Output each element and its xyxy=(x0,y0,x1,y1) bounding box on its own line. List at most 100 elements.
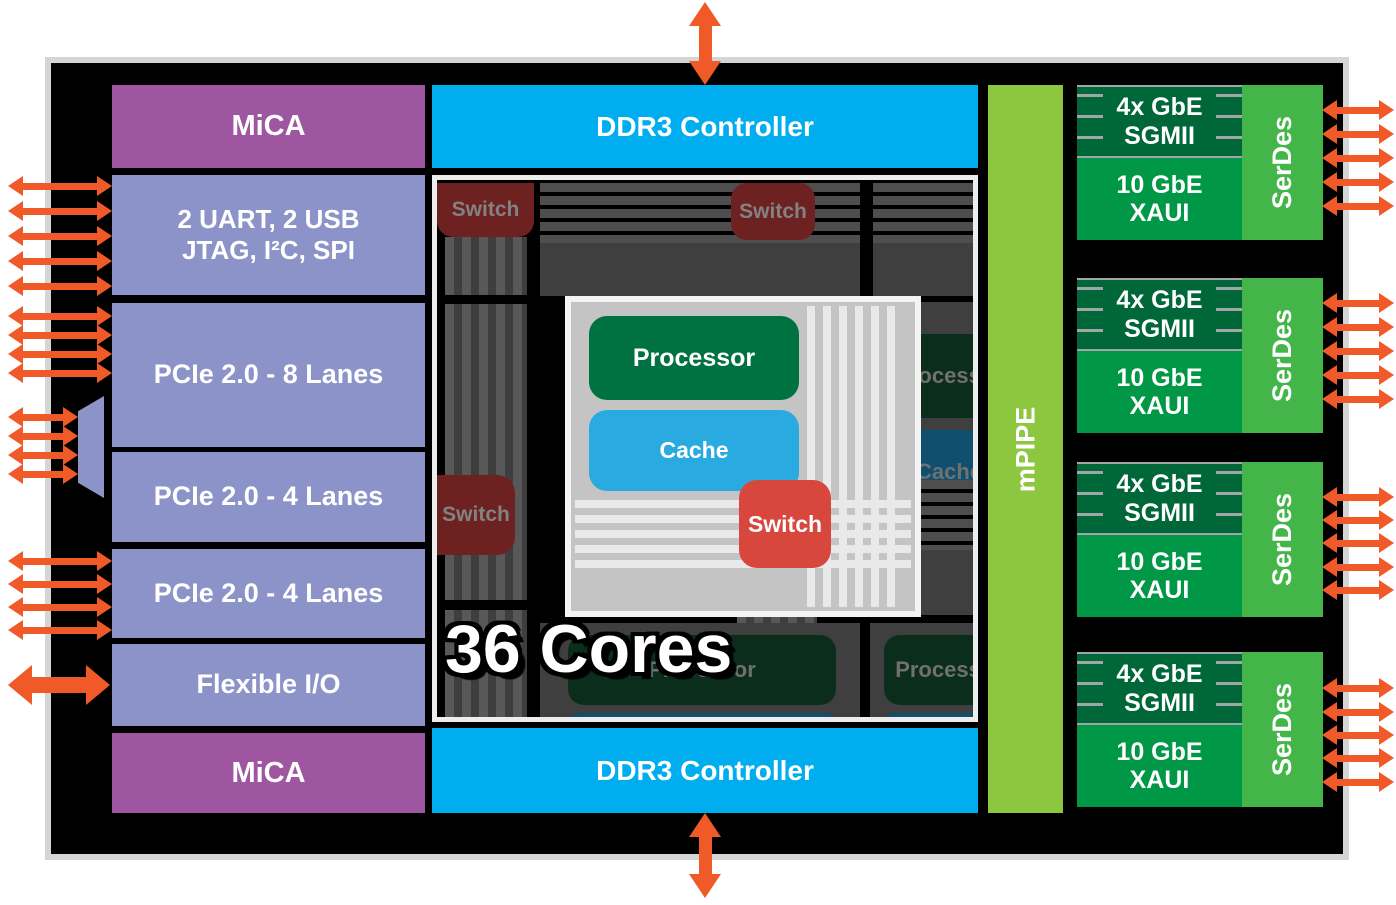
io-arrow xyxy=(1322,772,1394,792)
io-arrow xyxy=(8,201,112,221)
gbe-label: 4x GbE xyxy=(1116,286,1203,314)
block-uart-usb: 2 UART, 2 USB JTAG, I²C, SPI xyxy=(112,175,425,295)
gbe-label: 4x GbE xyxy=(1116,660,1203,688)
mesh-wires-vertical xyxy=(445,610,527,717)
io-arrow xyxy=(8,325,112,345)
io-arrow xyxy=(8,665,110,705)
serdes-block-3: SerDes xyxy=(1242,462,1323,617)
block-ddr3-top: DDR3 Controller xyxy=(432,85,978,168)
io-arrow xyxy=(1322,748,1394,768)
io-arrow xyxy=(8,306,112,326)
io-arrow xyxy=(1322,702,1394,722)
io-arrow xyxy=(8,464,78,484)
mesh-tile-body xyxy=(873,243,973,296)
network-block-4: 4x GbE SGMII 10 GbE XAUI xyxy=(1077,652,1242,807)
io-arrow xyxy=(1322,293,1394,313)
processor-block: Processor xyxy=(589,316,799,400)
mesh-tile-dim: Processor xyxy=(540,623,860,717)
serdes-block-4: SerDes xyxy=(1242,652,1323,807)
network-block-2: 4x GbE SGMII 10 GbE XAUI xyxy=(1077,278,1242,433)
dim-cache-block xyxy=(884,713,973,717)
tengbe-label: 10 GbE xyxy=(1116,737,1203,766)
io-arrow xyxy=(8,620,112,640)
xaui-section: 10 GbE XAUI xyxy=(1077,725,1242,807)
io-arrow xyxy=(1322,487,1394,507)
io-arrow xyxy=(8,551,112,571)
block-pcie-8-lanes: PCIe 2.0 - 8 Lanes xyxy=(112,303,425,447)
xaui-section: 10 GbE XAUI xyxy=(1077,535,1242,617)
mesh-wires-horizontal xyxy=(920,480,973,550)
mpipe-label: mPIPE xyxy=(1010,406,1041,492)
dim-processor-block: Processor xyxy=(884,635,973,705)
pcie-connector-trapezoid xyxy=(78,396,104,498)
xaui-label: XAUI xyxy=(1129,392,1190,420)
io-arrow xyxy=(8,445,78,465)
io-arrow xyxy=(8,407,78,427)
io-arrow xyxy=(1322,172,1394,192)
core-mesh-panel: Switch Switch Switch Processor Cache Pro… xyxy=(432,175,978,722)
block-mica-top: MiCA xyxy=(112,85,425,168)
block-mica-bottom: MiCA xyxy=(112,733,425,813)
io-arrow xyxy=(1322,557,1394,577)
gbe-label: 4x GbE xyxy=(1116,470,1203,498)
xaui-label: XAUI xyxy=(1129,199,1190,227)
mesh-switch: Switch xyxy=(437,183,534,237)
io-arrow xyxy=(8,426,78,446)
io-arrow xyxy=(8,344,112,364)
cores-count-label: 36 Cores xyxy=(445,611,733,687)
block-ddr3-bottom: DDR3 Controller xyxy=(432,728,978,813)
io-arrow xyxy=(1322,678,1394,698)
block-pcie-4-lanes-b: PCIe 2.0 - 4 Lanes xyxy=(112,549,425,638)
tengbe-label: 10 GbE xyxy=(1116,170,1203,199)
dim-cache-block xyxy=(568,713,836,717)
tengbe-label: 10 GbE xyxy=(1116,547,1203,576)
io-arrow xyxy=(8,363,112,383)
io-arrow xyxy=(1322,148,1394,168)
mesh-tile xyxy=(873,183,973,296)
block-mpipe: mPIPE xyxy=(988,85,1063,813)
io-arrow xyxy=(689,2,721,85)
tengbe-label: 10 GbE xyxy=(1116,363,1203,392)
io-arrow xyxy=(1322,317,1394,337)
io-arrow xyxy=(1322,580,1394,600)
cache-block: Cache xyxy=(589,410,799,491)
mesh-switch: Switch xyxy=(437,475,515,555)
io-arrow xyxy=(8,574,112,594)
mesh-tile-magnified: Processor Cache Switch xyxy=(565,296,921,617)
io-arrow xyxy=(689,813,721,898)
mesh-wires-vertical xyxy=(737,617,817,623)
serdes-label: SerDes xyxy=(1267,492,1298,587)
serdes-label: SerDes xyxy=(1267,308,1298,403)
xaui-section: 10 GbE XAUI xyxy=(1077,158,1242,240)
io-arrow xyxy=(1322,533,1394,553)
io-arrow xyxy=(8,176,112,196)
mesh-tile-body xyxy=(540,243,860,296)
xaui-label: XAUI xyxy=(1129,576,1190,604)
io-arrow xyxy=(8,226,112,246)
io-arrow xyxy=(1322,196,1394,216)
block-pcie-4-lanes-a: PCIe 2.0 - 4 Lanes xyxy=(112,452,425,542)
sgmii-label: SGMII xyxy=(1124,314,1195,343)
mesh-wires-vertical xyxy=(445,237,527,295)
io-arrow xyxy=(1322,510,1394,530)
mesh-switch: Switch xyxy=(731,183,815,240)
sgmii-section: 4x GbE SGMII xyxy=(1077,462,1242,535)
io-arrow xyxy=(1322,341,1394,361)
network-block-1: 4x GbE SGMII 10 GbE XAUI xyxy=(1077,85,1242,240)
io-arrow xyxy=(1322,389,1394,409)
io-arrow xyxy=(1322,124,1394,144)
serdes-block-2: SerDes xyxy=(1242,278,1323,433)
xaui-section: 10 GbE XAUI xyxy=(1077,351,1242,433)
switch-block: Switch xyxy=(739,480,831,568)
sgmii-section: 4x GbE SGMII xyxy=(1077,652,1242,725)
uart-usb-line2: JTAG, I²C, SPI xyxy=(182,235,355,265)
sgmii-section: 4x GbE SGMII xyxy=(1077,85,1242,158)
io-arrow xyxy=(8,597,112,617)
serdes-block-1: SerDes xyxy=(1242,85,1323,240)
block-flexible-io: Flexible I/O xyxy=(112,644,425,726)
io-arrow xyxy=(1322,100,1394,120)
sgmii-label: SGMII xyxy=(1124,121,1195,150)
sgmii-label: SGMII xyxy=(1124,498,1195,527)
io-arrow xyxy=(8,251,112,271)
